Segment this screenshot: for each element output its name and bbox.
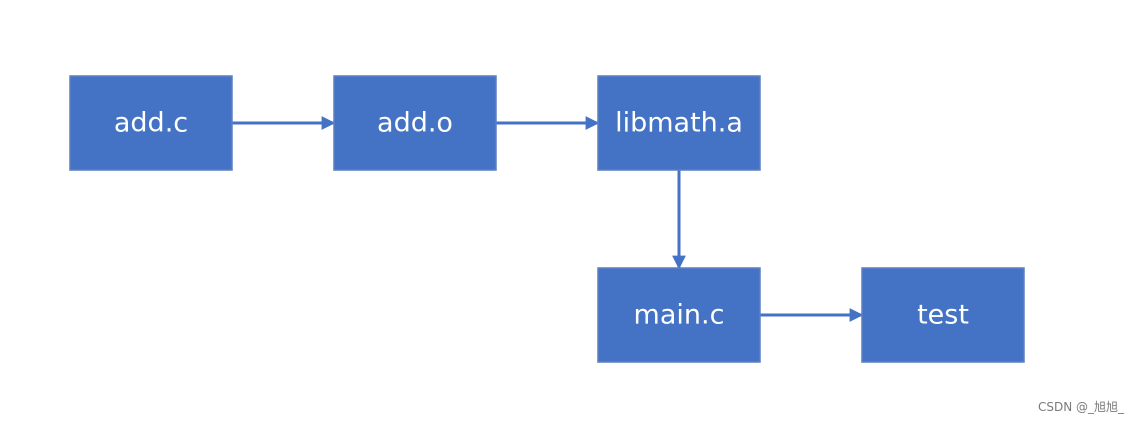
node-add-c: add.c xyxy=(69,75,233,171)
node-main-c: main.c xyxy=(597,267,761,363)
node-libmath-a-label: libmath.a xyxy=(615,108,743,139)
node-libmath-a: libmath.a xyxy=(597,75,761,171)
node-add-o-box xyxy=(333,75,497,171)
node-test: test xyxy=(861,267,1025,363)
edges-layer xyxy=(232,116,864,322)
node-main-c-box xyxy=(597,267,761,363)
node-main-c-label: main.c xyxy=(634,300,725,331)
node-add-c-box xyxy=(69,75,233,171)
node-add-o: add.o xyxy=(333,75,497,171)
csdn-watermark: CSDN @_旭旭_ xyxy=(1037,400,1124,414)
node-libmath-a-box xyxy=(597,75,761,171)
node-test-box xyxy=(861,267,1025,363)
node-add-c-label: add.c xyxy=(114,108,188,139)
nodes-layer: add.c add.o libmath.a main.c test xyxy=(69,75,1025,363)
node-test-label: test xyxy=(917,300,969,331)
node-add-o-label: add.o xyxy=(377,108,453,139)
